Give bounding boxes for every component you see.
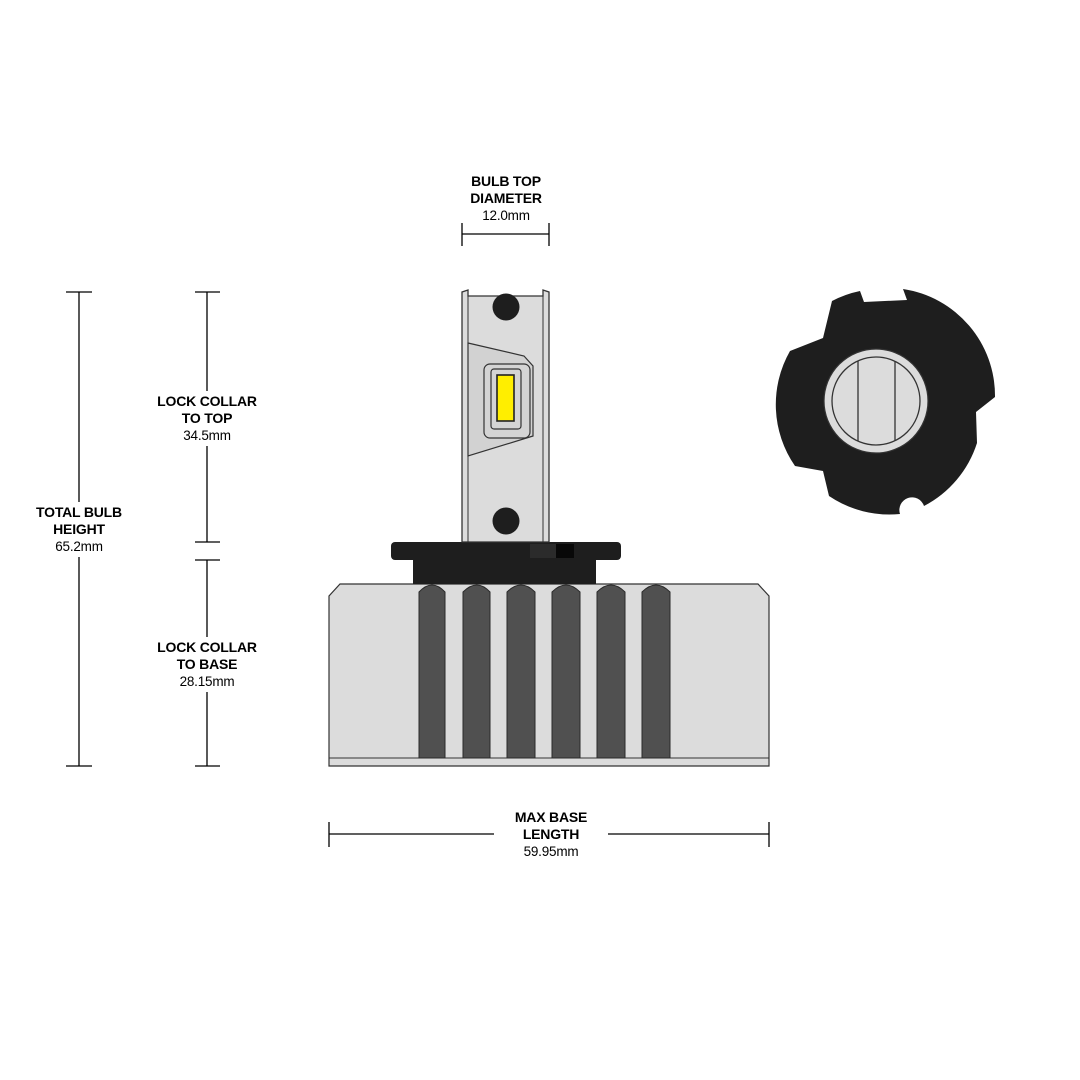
fin [551,584,581,759]
bulb-side-view [328,289,770,767]
bulb-top-diameter-label: BULB TOP DIAMETER 12.0mm [446,173,566,224]
bulb-top-title-line1: BULB TOP [471,173,541,189]
total-height-title-line2: HEIGHT [53,521,105,537]
bulb-top-dimension-line [461,223,550,246]
fin [506,584,536,759]
blade-screw-bottom [492,507,520,535]
lock-collar-to-top-label: LOCK COLLAR TO TOP 34.5mm [147,391,267,446]
lock-collar-to-base-label: LOCK COLLAR TO BASE 28.15mm [147,637,267,692]
fin [641,584,671,759]
collar-neck [413,559,596,584]
max-base-length-label: MAX BASE LENGTH 59.95mm [494,809,608,860]
led-chip [496,374,515,422]
total-height-value: 65.2mm [55,539,103,554]
base-length-title-line2: LENGTH [522,826,580,842]
base-length-value: 59.95mm [523,844,579,859]
fin [462,584,491,759]
bulb-end-view [775,289,996,515]
heat-sink-fins [418,584,671,759]
end-view-inner-ring [831,356,921,446]
collar-top-value: 34.5mm [183,428,231,443]
bulb-top-title-line2: DIAMETER [470,190,542,206]
collar-base-value: 28.15mm [179,674,235,689]
collar-base-title-line2: TO BASE [176,656,238,672]
collar-notch-dark [556,544,574,558]
collar-notch [530,544,558,558]
collar-base-title-line1: LOCK COLLAR [157,639,257,655]
fin [596,584,626,759]
base-housing [328,583,770,767]
collar-top-title-line1: LOCK COLLAR [157,393,257,409]
base-length-title-line1: MAX BASE [514,809,588,825]
lock-collar [391,542,621,560]
blade-screw-top [492,293,520,321]
total-bulb-height-label: TOTAL BULB HEIGHT 65.2mm [22,502,136,557]
total-height-title-line1: TOTAL BULB [36,504,122,520]
collar-top-title-line2: TO TOP [181,410,233,426]
bulb-top-value: 12.0mm [482,208,530,223]
fin [418,584,446,759]
